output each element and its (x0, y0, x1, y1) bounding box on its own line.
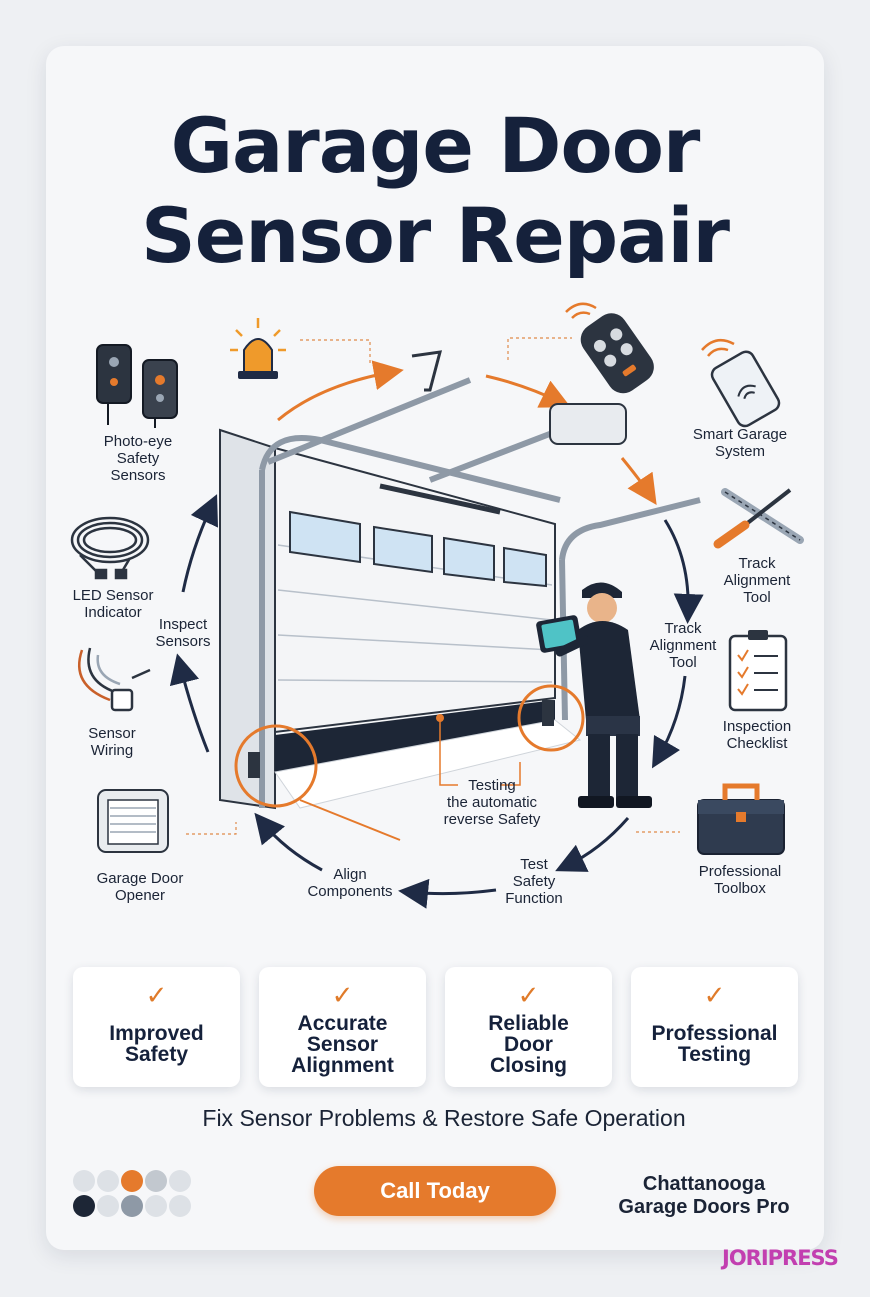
process-track-label: Track Alignment Tool (649, 620, 717, 671)
garage-opener-icon (97, 789, 169, 853)
remote-control-icon (565, 302, 654, 394)
benefit-label: Improved Safety (109, 1022, 204, 1066)
page-title-line1: Garage Door (170, 101, 701, 190)
benefit-card-closing: ✓ Reliable Door Closing (445, 967, 612, 1087)
track-tool-icon (713, 488, 804, 549)
technician-icon (536, 582, 652, 808)
testing-reverse-label: Testing the automatic reverse Safety (443, 777, 541, 828)
check-icon: ✓ (703, 980, 726, 1010)
test-safety-label: Test Safety Function (505, 856, 563, 907)
smartphone-icon (701, 338, 781, 428)
benefit-card-alignment: ✓ Accurate Sensor Alignment (259, 967, 426, 1087)
benefit-label: Professional Testing (651, 1022, 778, 1066)
tagline: Fix Sensor Problems & Restore Safe Opera… (202, 1105, 686, 1131)
garage-door-icon (219, 350, 701, 841)
benefit-label: Reliable Door Closing (488, 1011, 569, 1077)
process-arrows (169, 360, 704, 909)
alarm-light-icon (230, 318, 286, 379)
opener-label: Garage Door Opener (96, 870, 184, 904)
garage-illustration (70, 302, 804, 909)
photo-eye-sensors-icon (96, 344, 178, 428)
watermark-logo: JORIPRESS (722, 1246, 839, 1270)
call-today-button[interactable]: Call Today (314, 1166, 556, 1216)
sensor-wiring-icon (77, 647, 151, 712)
align-components-label: Align Components (307, 866, 393, 900)
inspect-sensors-label: Inspect Sensors (155, 616, 211, 650)
check-icon: ✓ (331, 980, 354, 1010)
toolbox-icon (697, 783, 785, 855)
sensor-wiring-label: Sensor Wiring (88, 725, 136, 759)
brand-name: Chattanooga Garage Doors Pro (618, 1173, 790, 1218)
checklist-label: Inspection Checklist (722, 718, 792, 752)
check-icon: ✓ (145, 980, 168, 1010)
benefit-label: Accurate Sensor Alignment (291, 1011, 394, 1077)
photo-eye-label: Photo-eye Safety Sensors (103, 433, 173, 484)
led-cable-icon (70, 516, 150, 580)
clipboard-icon (728, 630, 788, 712)
benefit-card-safety: ✓ Improved Safety (73, 967, 240, 1087)
check-icon: ✓ (517, 980, 540, 1010)
page-title-line2: Sensor Repair (140, 191, 730, 280)
track-tool-label: Track Alignment Tool (723, 555, 791, 606)
smart-system-label: Smart Garage System (692, 426, 788, 460)
led-indicator-label: LED Sensor Indicator (72, 587, 154, 621)
toolbox-label: Professional Toolbox (698, 863, 782, 897)
benefit-card-testing: ✓ Professional Testing (631, 967, 798, 1087)
